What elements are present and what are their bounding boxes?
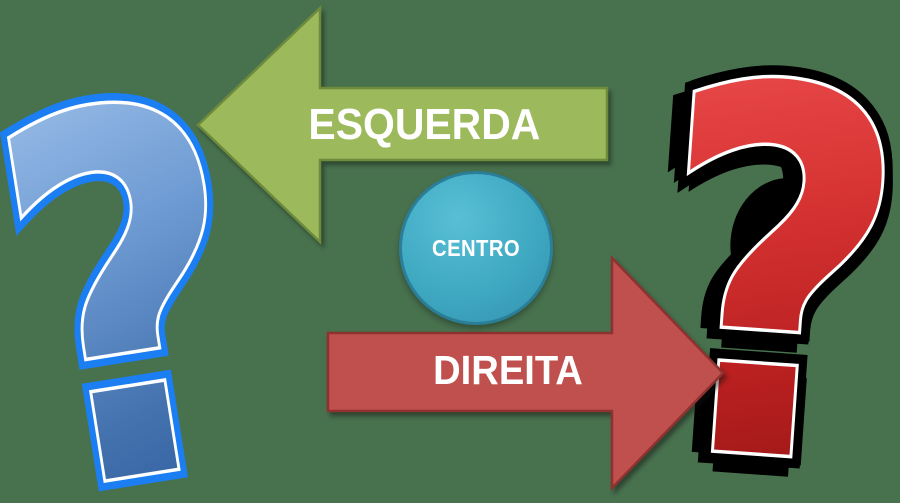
right-arrow-label: DIREITA	[433, 347, 583, 393]
center-circle-label: CENTRO	[431, 234, 521, 261]
center-circle: CENTRO	[399, 171, 553, 325]
left-arrow-shape	[196, 5, 609, 245]
left-arrow-label: ESQUERDA	[308, 100, 541, 149]
right-arrow-shape	[326, 254, 725, 492]
